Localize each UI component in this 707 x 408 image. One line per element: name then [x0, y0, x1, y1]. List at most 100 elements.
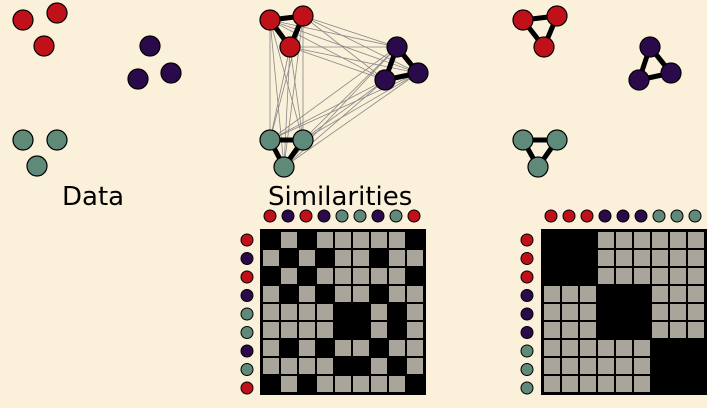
matrix-cell — [580, 250, 596, 266]
purple-side-node — [240, 289, 254, 302]
matrix-cell — [688, 358, 704, 374]
matrix-cell — [562, 340, 578, 356]
similarity-matrix-sorted — [541, 229, 707, 395]
matrix-cell — [616, 250, 632, 266]
matrix-cell — [580, 304, 596, 320]
matrix-cell — [371, 304, 387, 320]
matrix-cell — [688, 376, 704, 392]
thin-similarity-edges — [269, 15, 419, 168]
matrix-cell — [598, 232, 614, 248]
matrix-cell — [407, 376, 423, 392]
data-points — [12, 2, 682, 178]
matrix-cell — [616, 268, 632, 284]
matrix-cell — [353, 376, 369, 392]
matrix-cell — [317, 250, 333, 266]
purple-header-node — [616, 209, 630, 223]
matrix-cell — [688, 340, 704, 356]
teal-side-node — [240, 326, 254, 339]
matrix-cell — [598, 268, 614, 284]
teal-side-node — [520, 381, 534, 395]
matrix-node-labels — [240, 209, 702, 395]
matrix-cell — [389, 250, 405, 266]
data-caption: Data — [62, 182, 125, 212]
teal-header-node — [335, 209, 349, 223]
matrix-cell — [580, 376, 596, 392]
teal-header-node — [652, 209, 666, 223]
teal-data-point — [46, 129, 68, 151]
matrix-cell — [335, 376, 351, 392]
matrix-cell — [544, 268, 560, 284]
weak-edge — [289, 46, 304, 141]
matrix-cell — [634, 250, 650, 266]
weak-edge — [269, 19, 398, 48]
weak-edge — [302, 72, 419, 141]
matrix-cell — [670, 268, 686, 284]
matrix-cell — [353, 304, 369, 320]
matrix-cell — [335, 304, 351, 320]
teal-data-point — [259, 129, 281, 151]
matrix-cell — [263, 286, 279, 302]
teal-side-node — [240, 307, 254, 321]
weak-edge — [302, 15, 398, 48]
matrix-cell — [670, 322, 686, 338]
teal-side-node — [240, 363, 254, 376]
weak-edge — [269, 72, 419, 141]
matrix-cell — [281, 376, 297, 392]
matrix-cell — [652, 304, 668, 320]
weak-edge — [283, 79, 386, 168]
red-data-point — [292, 5, 314, 27]
matrix-cell — [371, 250, 387, 266]
purple-side-node — [520, 307, 534, 321]
matrix-cell — [544, 250, 560, 266]
matrix-cell — [371, 322, 387, 338]
matrix-cell — [389, 268, 405, 284]
matrix-cell — [634, 304, 650, 320]
matrix-cell — [562, 376, 578, 392]
matrix-cell — [652, 376, 668, 392]
matrix-cell — [598, 358, 614, 374]
purple-header-node — [317, 209, 331, 223]
red-header-node — [562, 209, 576, 223]
purple-data-point — [160, 62, 182, 84]
matrix-cell — [688, 304, 704, 320]
matrix-cell — [353, 322, 369, 338]
matrix-cell — [634, 340, 650, 356]
matrix-cell — [335, 268, 351, 284]
matrix-cell — [335, 358, 351, 374]
red-data-point — [512, 9, 534, 31]
matrix-cell — [562, 250, 578, 266]
teal-side-node — [520, 363, 534, 376]
weak-edge — [302, 79, 386, 141]
weak-edge — [269, 46, 398, 141]
red-data-point — [533, 36, 555, 58]
matrix-cell — [652, 358, 668, 374]
red-data-point — [259, 9, 281, 31]
matrix-cell — [371, 376, 387, 392]
purple-side-node — [240, 344, 254, 358]
red-side-node — [240, 233, 254, 247]
matrix-cell — [407, 304, 423, 320]
matrix-cell — [389, 232, 405, 248]
teal-data-point — [512, 129, 534, 151]
matrix-cell — [299, 358, 315, 374]
matrix-cell — [616, 340, 632, 356]
matrix-cell — [598, 250, 614, 266]
matrix-cell — [688, 286, 704, 302]
matrix-cell — [317, 232, 333, 248]
teal-header-node — [670, 209, 684, 223]
red-header-node — [544, 209, 558, 223]
purple-header-node — [371, 209, 385, 223]
matrix-cell — [652, 268, 668, 284]
matrix-cell — [317, 340, 333, 356]
matrix-cell — [598, 286, 614, 302]
matrix-cell — [263, 340, 279, 356]
matrix-cell — [562, 304, 578, 320]
matrix-cell — [634, 286, 650, 302]
purple-data-point — [660, 62, 682, 84]
matrix-cell — [299, 304, 315, 320]
matrix-cell — [353, 358, 369, 374]
weak-edge — [302, 46, 398, 141]
red-data-point — [46, 2, 68, 24]
matrix-cell — [335, 232, 351, 248]
teal-data-point — [12, 129, 34, 151]
